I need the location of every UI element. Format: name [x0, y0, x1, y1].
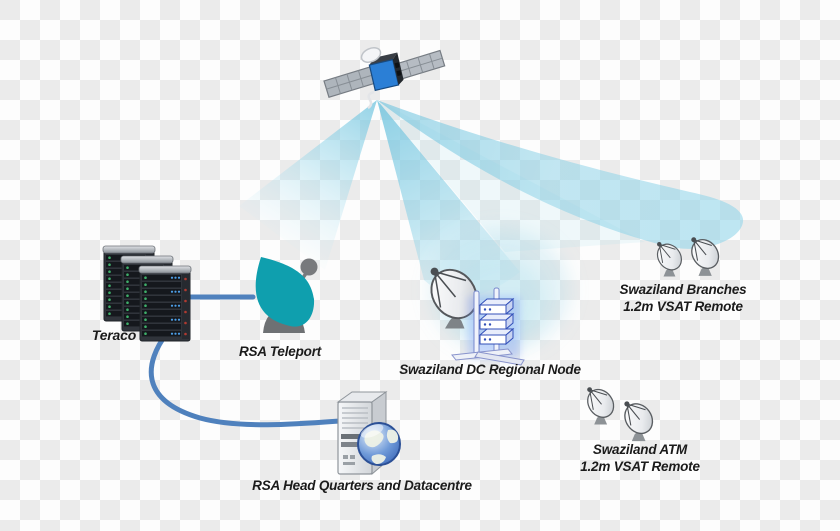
label-dc-node: Swaziland DC Regional Node	[399, 362, 581, 377]
signal-beam-left	[239, 100, 377, 270]
server-globe-icon	[336, 391, 401, 476]
teleport-dish-icon	[255, 257, 318, 333]
satellite-icon	[323, 47, 446, 110]
signal-beam-right	[377, 100, 744, 249]
label-branches-line2: 1.2m VSAT Remote	[623, 299, 743, 314]
dc-dish-icon	[430, 267, 478, 329]
satellite-beams	[239, 100, 744, 352]
atm-dishes	[581, 383, 659, 442]
label-branches-line1: Swaziland Branches	[619, 282, 747, 297]
link-line-teraco-hq	[148, 330, 343, 428]
label-rsa-teleport: RSA Teleport	[238, 344, 322, 359]
vsat-dish-icon	[618, 397, 659, 442]
label-branches: Swaziland Branches 1.2m VSAT Remote	[593, 281, 773, 315]
label-atm: Swaziland ATM 1.2m VSAT Remote	[550, 441, 730, 475]
dc-node-icon	[430, 267, 525, 366]
label-hq: RSA Head Quarters and Datacentre	[252, 478, 472, 493]
dc-rack-icon	[451, 287, 525, 366]
label-atm-line2: 1.2m VSAT Remote	[580, 459, 700, 474]
label-atm-line1: Swaziland ATM	[592, 442, 688, 457]
link-lines	[148, 294, 343, 428]
label-teraco: Teraco	[91, 327, 137, 343]
vsat-dish-icon	[581, 383, 620, 426]
